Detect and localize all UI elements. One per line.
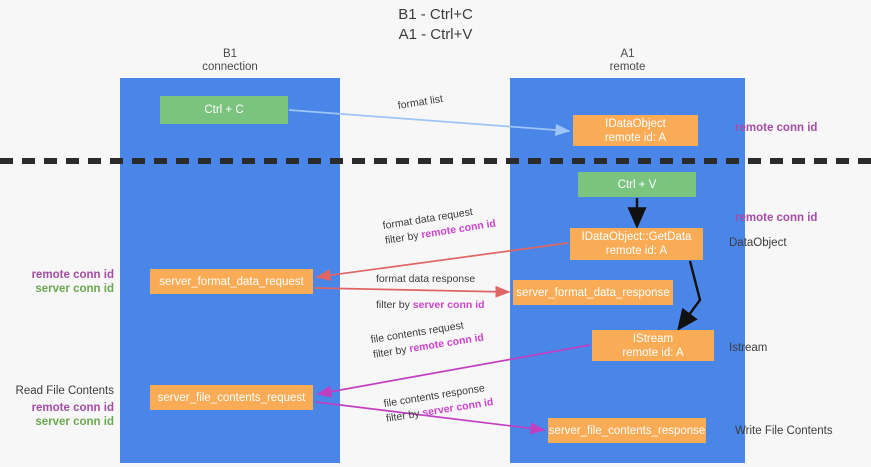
edge-label-file-contents-response: file contents response filter by server …: [383, 380, 495, 427]
edge-label-format-list: format list: [396, 92, 444, 112]
lane-header-b1: B1 connection: [202, 48, 258, 73]
label-server-conn-id-left-bottom: server conn id: [35, 416, 114, 428]
page-title: B1 - Ctrl+C A1 - Ctrl+V: [398, 6, 473, 43]
label-remote-conn-id-left-bottom: remote conn id: [31, 402, 114, 414]
label-server-conn-id-left-mid: server conn id: [35, 283, 114, 295]
box-idataobject[interactable]: IDataObject remote id: A: [573, 115, 698, 146]
box-ctrl-v[interactable]: Ctrl + V: [578, 172, 696, 197]
label-dataobject: DataObject: [729, 237, 787, 249]
filter-value-server-conn-id: server conn id: [412, 299, 485, 311]
label-remote-conn-id-mid: remote conn id: [735, 212, 818, 224]
box-idataobject-getdata[interactable]: IDataObject::GetData remote id: A: [570, 228, 703, 260]
box-istream[interactable]: IStream remote id: A: [592, 330, 714, 361]
box-server-file-contents-request[interactable]: server_file_contents_request: [150, 385, 313, 410]
box-server-file-contents-response[interactable]: server_file_contents_response: [548, 418, 706, 443]
label-write-file-contents: Write File Contents: [735, 425, 833, 437]
edge-label-format-data-response: format data response filter by server co…: [376, 272, 485, 313]
label-remote-conn-id-left-mid: remote conn id: [31, 269, 114, 281]
filter-prefix: filter by: [376, 299, 413, 311]
box-server-format-data-request[interactable]: server_format_data_request: [150, 269, 313, 294]
edge-label-format-data-request: format data request filter by remote con…: [382, 202, 497, 249]
box-server-format-data-response[interactable]: server_format_data_response: [513, 280, 673, 305]
label-read-file-contents: Read File Contents: [15, 385, 114, 397]
edge-label-format-data-response-line1: format data response: [376, 273, 476, 285]
label-remote-conn-id-top: remote conn id: [735, 122, 818, 134]
edge-label-file-contents-request: file contents request filter by remote c…: [370, 316, 485, 363]
box-ctrl-c[interactable]: Ctrl + C: [160, 96, 288, 124]
edge-label-format-data-response-line2: filter by server conn id: [376, 298, 485, 313]
label-istream: Istream: [729, 342, 768, 354]
label-left-conn-ids-bottom: remote conn id server conn id: [18, 401, 114, 429]
lane-header-a1: A1 remote: [609, 48, 646, 73]
label-left-conn-ids-mid: remote conn id server conn id: [18, 268, 114, 296]
